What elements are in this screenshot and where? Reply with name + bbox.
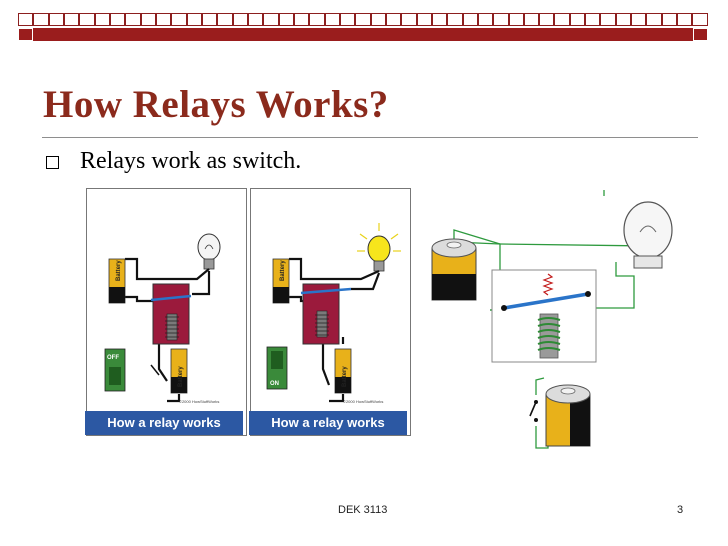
decor-square: [278, 13, 294, 26]
battery-icon: [431, 238, 477, 301]
decor-square: [125, 13, 141, 26]
relay-body: [150, 283, 192, 345]
decor-square: [79, 13, 95, 26]
coil-icon: [537, 313, 561, 359]
decor-square: [63, 13, 80, 26]
armature-bar: [503, 292, 589, 310]
wires: [125, 257, 211, 403]
spring-icon: [542, 273, 554, 296]
relay-on-illustration: Battery ON Battery: [266, 223, 401, 403]
decor-square: [554, 13, 570, 26]
decor-square: [692, 13, 708, 26]
decor-square: [677, 13, 693, 26]
battery-label: Battery: [342, 366, 348, 387]
switch-label: ON: [270, 381, 279, 387]
battery-icon: Battery: [170, 348, 188, 394]
panel-banner: How a relay works: [85, 411, 243, 435]
decor-square: [631, 13, 647, 26]
top-square-row: [18, 13, 708, 26]
decor-square: [339, 13, 356, 26]
open-contact: [150, 364, 160, 376]
decor-square: [416, 13, 432, 26]
panel-banner: How a relay works: [249, 411, 407, 435]
battery-icon: Battery: [334, 348, 352, 394]
bullet-text: Relays work as switch.: [80, 148, 302, 174]
footer-course-code: DEK 3113: [338, 504, 388, 516]
decor-square: [355, 13, 371, 26]
wires: [289, 257, 381, 403]
decor-square: [109, 13, 126, 26]
decor-square: [33, 13, 49, 26]
top-decoration: [0, 0, 728, 44]
decor-square: [48, 13, 64, 26]
switch-icon: [529, 400, 538, 422]
decor-square: [585, 13, 601, 26]
credit-text: ©2000 HowStuffWorks: [179, 399, 220, 404]
relay-panel-off: Battery OFF Battery ©2000 HowStuffWorks …: [85, 188, 247, 436]
decor-square: [447, 13, 463, 26]
bulb-lit-icon: [357, 223, 401, 272]
page-number: 3: [677, 504, 684, 516]
switch-on-icon: ON: [266, 346, 288, 390]
decor-square: [217, 13, 233, 26]
decor-square: [477, 13, 494, 26]
decor-square: [523, 13, 540, 26]
decor-square: [615, 13, 632, 26]
decor-square: [201, 13, 218, 26]
decor-square: [263, 13, 279, 26]
decor-square: [18, 13, 34, 26]
decor-square: [493, 13, 509, 26]
battery-label: Battery: [280, 260, 286, 281]
decor-square: [431, 13, 448, 26]
decor-square: [462, 13, 478, 26]
decor-square: [539, 13, 555, 26]
switch-off-icon: OFF: [104, 348, 126, 392]
switch-label: OFF: [107, 355, 119, 361]
decor-square: [155, 13, 172, 26]
decor-square: [309, 13, 325, 26]
decor-square: [385, 13, 402, 26]
relay-panel-on: Battery ON Battery ©2000 HowStuffWorks H…: [249, 188, 411, 436]
decor-square: [324, 13, 340, 26]
decor-square: [508, 13, 524, 26]
slide-title: How Relays Works?: [43, 83, 389, 126]
battery-icon: [545, 384, 591, 447]
top-red-bar: [18, 28, 708, 41]
battery-label: Battery: [178, 366, 184, 387]
decor-square: [401, 13, 417, 26]
red-bar-square-left: [18, 28, 33, 41]
red-bar-square-right: [693, 28, 708, 41]
decor-square: [247, 13, 264, 26]
relay-schematic: [431, 190, 673, 449]
decor-square: [600, 13, 616, 26]
bulb-icon: [623, 201, 673, 269]
relay-off-illustration: Battery OFF Battery: [104, 233, 221, 403]
decor-square: [569, 13, 586, 26]
decor-square: [370, 13, 386, 26]
decor-square: [140, 13, 156, 26]
contact-dot: [585, 291, 591, 297]
credit-text: ©2000 HowStuffWorks: [343, 399, 384, 404]
relay-body: [300, 283, 352, 345]
battery-icon: Battery: [108, 258, 126, 304]
decor-square: [646, 13, 662, 26]
bullet-square-icon: [46, 156, 59, 169]
title-divider: [42, 137, 698, 138]
decor-square: [171, 13, 187, 26]
battery-label: Battery: [116, 260, 122, 281]
pivot-dot: [501, 305, 507, 311]
decor-square: [232, 13, 248, 26]
decor-square: [661, 13, 678, 26]
decor-square: [293, 13, 310, 26]
decor-square: [186, 13, 202, 26]
decor-square: [94, 13, 110, 26]
battery-icon: Battery: [272, 258, 290, 304]
bulb-icon: [197, 233, 221, 270]
